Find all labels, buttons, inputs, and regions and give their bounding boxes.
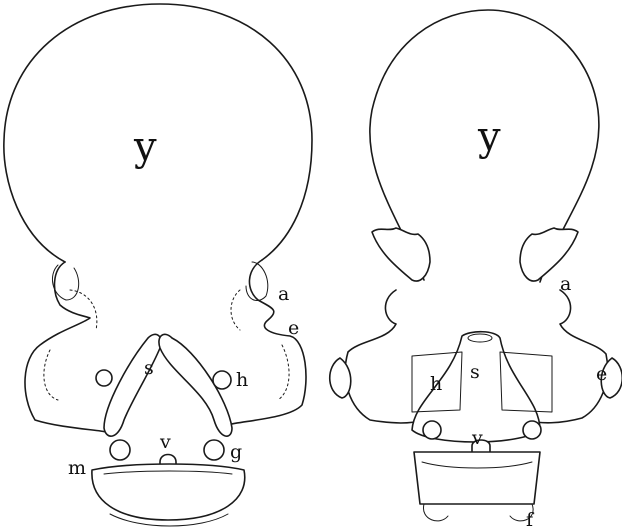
- left-knob-g-right: [203, 439, 225, 461]
- right-base-f-inner: [421, 461, 533, 469]
- right-plate-h-left: [411, 351, 463, 413]
- left-body-right-outline: [225, 259, 307, 426]
- left-knob-g-left: [109, 439, 131, 461]
- right-ear-left: [328, 357, 352, 399]
- label-right-y: y: [477, 114, 501, 160]
- left-lobe-a: [51, 264, 80, 301]
- left-knob-h: [212, 370, 232, 390]
- right-comb-right: [519, 227, 579, 282]
- label-left-s: s: [144, 357, 154, 379]
- label-right-s: s: [470, 361, 480, 383]
- right-knob-left: [422, 420, 442, 440]
- label-left-v: v: [159, 431, 171, 453]
- right-comb-left: [371, 227, 431, 282]
- left-body-left-outline: [24, 261, 107, 433]
- left-knob-h2: [95, 369, 113, 387]
- label-right-e: e: [596, 363, 607, 385]
- label-left-e: e: [288, 317, 299, 339]
- label-left-g: g: [230, 441, 242, 463]
- right-base-f: [413, 451, 541, 505]
- right-lobe-a: [245, 261, 269, 301]
- label-right-h: h: [430, 373, 442, 395]
- label-left-a: a: [278, 283, 289, 305]
- label-right-f: f: [526, 509, 535, 531]
- left-inner-dotted-1: [69, 289, 98, 331]
- label-right-a: a: [560, 273, 571, 295]
- label-right-v: v: [471, 427, 483, 449]
- left-specimen: [3, 3, 313, 527]
- right-body-outline-r: [525, 289, 609, 424]
- left-inner-dotted-3: [230, 289, 241, 331]
- left-bowl-m-base: [109, 513, 229, 527]
- left-appendage-s-left: [103, 333, 162, 437]
- right-knob-right: [522, 420, 542, 440]
- label-left-m: m: [68, 457, 86, 479]
- left-bowl-m: [91, 463, 246, 521]
- right-base-f-feet: [423, 503, 534, 522]
- left-yolk-sac: [3, 3, 313, 263]
- right-yolk-sac: [369, 9, 600, 283]
- right-body-outline: [344, 289, 425, 424]
- left-inner-dotted-2: [43, 349, 59, 401]
- label-left-y: y: [133, 124, 157, 170]
- label-left-h: h: [236, 369, 248, 391]
- left-inner-dotted-4: [277, 344, 290, 401]
- left-bowl-m-inner: [103, 470, 233, 475]
- right-stalk-top: [467, 333, 493, 343]
- right-plate-h-right: [499, 351, 553, 413]
- right-ear-right: [600, 357, 622, 399]
- right-specimen: [328, 9, 622, 522]
